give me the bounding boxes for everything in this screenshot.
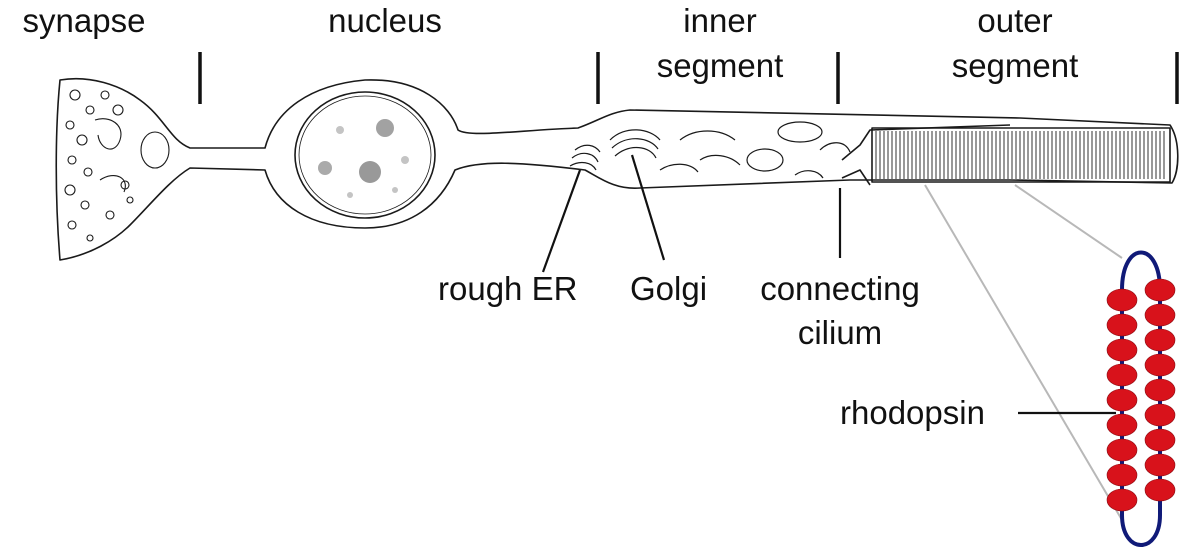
rhodopsin-molecule <box>1145 279 1175 301</box>
label-inner-segment-line2: segment <box>640 47 800 85</box>
label-outer-segment-line1: outer <box>935 2 1095 40</box>
outer-segment-disc-lines <box>876 131 1164 179</box>
cell-membrane-outline <box>56 79 1178 260</box>
rhodopsin-molecule <box>1145 454 1175 476</box>
rhodopsin-molecule <box>1145 404 1175 426</box>
rhodopsin-molecule <box>1107 289 1137 311</box>
rough-er-stacks <box>570 145 600 170</box>
golgi-stacks <box>610 130 660 158</box>
rhodopsin-molecule <box>1107 339 1137 361</box>
label-synapse: synapse <box>0 2 168 40</box>
label-rhodopsin: rhodopsin <box>840 394 985 432</box>
rhodopsin-molecule <box>1145 329 1175 351</box>
rhodopsin-molecule <box>1107 489 1137 511</box>
label-inner-segment-line1: inner <box>640 2 800 40</box>
rhodopsin-molecule <box>1145 304 1175 326</box>
label-connecting-cilium-line2: cilium <box>745 314 935 352</box>
rough-er-leader <box>543 170 580 272</box>
rhodopsin-molecule <box>1107 414 1137 436</box>
outer-segment-discs <box>872 128 1170 182</box>
rhodopsin-molecule <box>1145 479 1175 501</box>
mitochondrion-1 <box>778 122 822 142</box>
label-outer-segment-line2: segment <box>935 47 1095 85</box>
rhodopsin-molecule <box>1145 429 1175 451</box>
rhodopsin-molecule <box>1107 439 1137 461</box>
rhodopsin-molecule <box>1145 379 1175 401</box>
rhodopsin-molecule <box>1145 354 1175 376</box>
golgi-leader <box>632 155 664 260</box>
label-rough-er: rough ER <box>438 270 577 308</box>
label-nucleus: nucleus <box>305 2 465 40</box>
cell-body <box>56 79 1178 260</box>
mitochondrion-2 <box>747 149 783 171</box>
nucleus-envelope <box>295 92 435 218</box>
rhodopsin-molecule <box>1107 314 1137 336</box>
nucleus-chromatin <box>318 119 409 198</box>
connecting-cilium-outline <box>842 125 1010 185</box>
rhodopsin-molecules <box>1107 279 1175 511</box>
label-connecting-cilium-line1: connecting <box>745 270 935 308</box>
rhodopsin-molecule <box>1107 389 1137 411</box>
zoom-lines <box>925 185 1122 520</box>
label-golgi: Golgi <box>630 270 707 308</box>
rhodopsin-molecule <box>1107 364 1137 386</box>
inner-segment-organelles <box>570 122 850 178</box>
nucleus-inner-envelope <box>299 96 431 214</box>
rhodopsin-molecule <box>1107 464 1137 486</box>
rhodopsin-stack <box>1107 253 1175 546</box>
